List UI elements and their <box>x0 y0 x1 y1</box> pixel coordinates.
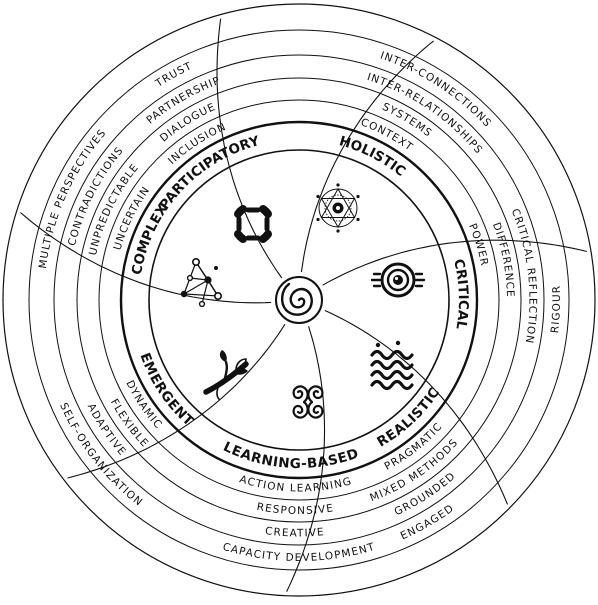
term-ring-boundary-1 <box>98 99 500 501</box>
principle-ring-inner <box>148 149 450 451</box>
sector-dividers <box>20 18 588 592</box>
outer-ring-boundary <box>2 3 596 597</box>
sector-divider-1 <box>300 40 434 273</box>
sprouting-branch-icon <box>203 350 249 401</box>
sector-divider-7 <box>216 18 283 279</box>
waves-icon <box>370 340 414 391</box>
sector-divider-3 <box>324 310 509 505</box>
sector-divider-4 <box>286 326 326 592</box>
principle-label-critical: CRITICAL <box>450 257 471 330</box>
term-critical-2: DIFFERENCE <box>490 221 516 298</box>
term-learning-based-4: CAPACITY DEVELOPMENT <box>221 541 377 564</box>
eye-icon <box>370 262 426 298</box>
sector-divider-5 <box>67 323 286 479</box>
participants-circle-icon <box>234 205 272 243</box>
principle-icons <box>180 183 426 419</box>
term-ring-boundary-2 <box>76 77 522 523</box>
term-learning-based-3: CREATIVE <box>264 525 325 539</box>
term-ring-boundary-3 <box>53 54 545 546</box>
spiral-icon <box>275 276 323 324</box>
double-spiral-icon <box>292 385 324 419</box>
term-ring-boundary-4 <box>28 29 570 571</box>
network-nodes-icon <box>180 257 223 308</box>
web-mandala-icon <box>316 183 360 233</box>
term-learning-based-1: ACTION LEARNING <box>238 473 353 494</box>
term-critical-1: POWER <box>466 222 490 268</box>
principle-ring-outer <box>119 120 479 480</box>
sector-divider-6 <box>20 212 272 304</box>
term-critical-4: RIGOUR <box>549 285 563 334</box>
term-participatory-4: TRUST <box>153 60 195 90</box>
term-learning-based-2: RESPONSIVE <box>256 501 335 517</box>
sector-divider-2 <box>322 239 588 286</box>
